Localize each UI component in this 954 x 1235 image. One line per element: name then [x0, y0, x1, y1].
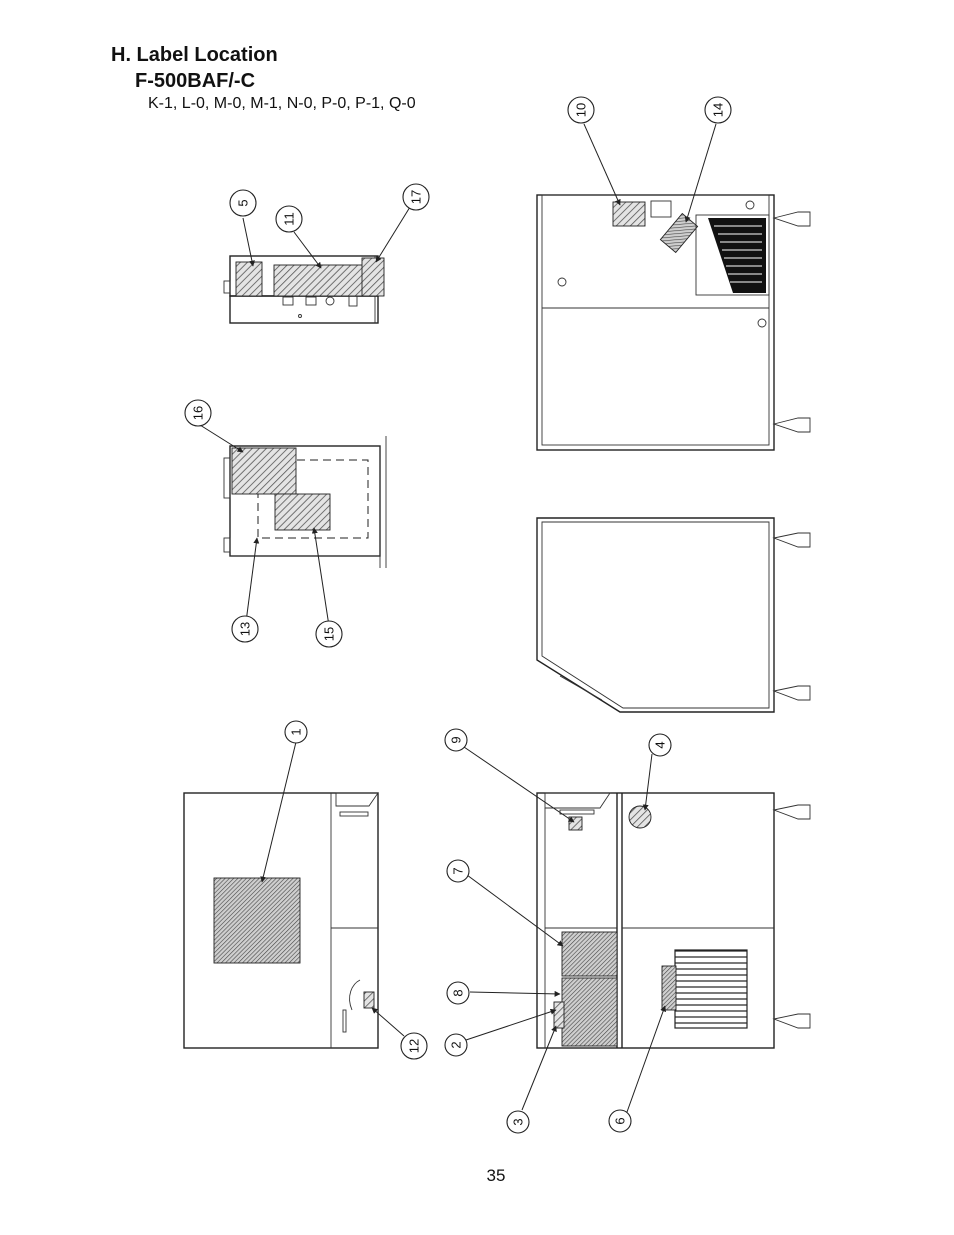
label-6-area — [661, 965, 677, 1011]
model-name: F-500BAF/-C — [135, 70, 256, 92]
svg-text:1: 1 — [289, 728, 304, 735]
svg-text:14: 14 — [711, 103, 726, 117]
callout-15: 15 — [315, 620, 343, 648]
section-heading: H. Label Location F-500BAF/-C — [111, 42, 278, 94]
section-title: H. Label Location — [111, 44, 278, 66]
variant-list: K-1, L-0, M-0, M-1, N-0, P-0, P-1, Q-0 — [148, 95, 416, 112]
svg-text:8: 8 — [451, 989, 466, 996]
label-9-area — [568, 816, 583, 831]
side-view — [223, 436, 387, 568]
callout-6: 6 — [608, 1109, 632, 1133]
callout-4: 4 — [648, 733, 672, 757]
svg-text:12: 12 — [407, 1039, 422, 1053]
label-15-area — [274, 493, 331, 531]
callout-5: 5 — [229, 189, 257, 217]
callout-1: 1 — [284, 720, 308, 744]
callout-11: 11 — [275, 205, 303, 233]
callout-3: 3 — [506, 1110, 530, 1134]
top-view — [223, 255, 385, 324]
label-5-area — [235, 261, 263, 297]
label-16-area — [231, 447, 297, 495]
svg-text:13: 13 — [238, 622, 253, 636]
label-14-area — [659, 212, 699, 254]
svg-text:6: 6 — [613, 1117, 628, 1124]
svg-text:2: 2 — [449, 1041, 464, 1048]
label-8-area — [561, 977, 618, 1047]
svg-text:17: 17 — [409, 190, 424, 204]
callout-2: 2 — [444, 1033, 468, 1057]
louver-grille — [674, 949, 748, 1029]
callout-9: 9 — [444, 728, 468, 752]
svg-text:3: 3 — [511, 1118, 526, 1125]
leader-lines — [199, 123, 717, 1113]
svg-text:11: 11 — [282, 212, 297, 226]
front-view — [183, 792, 379, 1049]
label-2-3-area — [553, 1001, 565, 1029]
label-1-area — [213, 877, 301, 964]
label-4-area — [628, 805, 652, 829]
right-side-view — [536, 194, 811, 451]
page-number: 35 — [486, 1166, 506, 1185]
label-10-area — [612, 201, 646, 227]
callout-14: 14 — [704, 96, 732, 124]
label-17-area — [361, 257, 385, 297]
svg-text:15: 15 — [322, 627, 337, 641]
svg-text:10: 10 — [574, 103, 589, 117]
label-12-area — [363, 991, 375, 1009]
callout-7: 7 — [446, 859, 470, 883]
svg-text:16: 16 — [191, 406, 206, 420]
label-7-area — [561, 931, 618, 977]
callout-16: 16 — [184, 399, 212, 427]
callout-12: 12 — [400, 1032, 428, 1060]
svg-text:5: 5 — [236, 199, 251, 206]
callout-10: 10 — [567, 96, 595, 124]
rear-view — [536, 517, 811, 713]
label-11-area — [273, 264, 365, 297]
callout-17: 17 — [402, 183, 430, 211]
callout-13: 13 — [231, 615, 259, 643]
svg-text:4: 4 — [653, 741, 668, 748]
lower-right-view — [536, 792, 811, 1049]
svg-text:9: 9 — [449, 736, 464, 743]
svg-text:7: 7 — [451, 867, 466, 874]
callout-8: 8 — [446, 981, 470, 1005]
